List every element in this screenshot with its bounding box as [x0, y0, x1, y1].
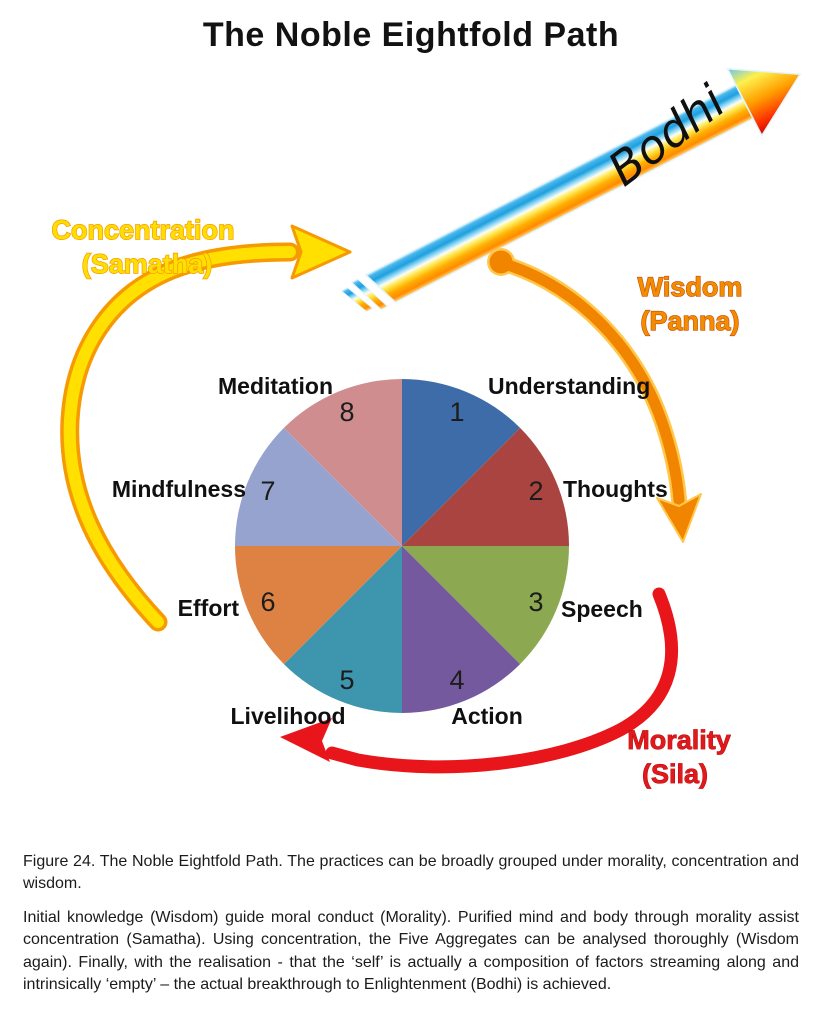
- bodhi-arrow-stripe: [350, 278, 389, 311]
- segment-label-action: Action: [451, 703, 523, 729]
- wheel-segment-4: [402, 546, 521, 713]
- group-label-concentration: Concentration (Samatha): [51, 214, 235, 279]
- segment-label-effort: Effort: [178, 595, 240, 621]
- segment-label-mindfulness: Mindfulness: [112, 476, 246, 502]
- segment-number-1: 1: [449, 397, 464, 427]
- segment-number-2: 2: [528, 476, 543, 506]
- segment-label-thoughts: Thoughts: [563, 476, 668, 502]
- wheel-segment-5: [283, 546, 402, 713]
- segment-number-5: 5: [339, 665, 354, 695]
- eightfold-wheel: 1 2 3 4 5 6 7 8 Understanding Thoughts S…: [112, 373, 668, 729]
- morality-label-line2: (Sila): [642, 759, 708, 789]
- group-label-wisdom: Wisdom (Panna): [637, 271, 743, 336]
- segment-label-speech: Speech: [561, 596, 643, 622]
- segment-label-livelihood: Livelihood: [231, 703, 346, 729]
- wheel-segment-3: [402, 546, 569, 665]
- segment-number-4: 4: [449, 665, 464, 695]
- concentration-label-line1: Concentration: [51, 215, 234, 245]
- wheel-segment-7: [235, 427, 402, 546]
- morality-arrow: [280, 587, 678, 774]
- wisdom-label-line2: (Panna): [640, 306, 739, 336]
- segment-label-understanding: Understanding: [488, 373, 650, 399]
- page-title: The Noble Eightfold Path: [202, 16, 620, 54]
- figure-caption: Figure 24. The Noble Eightfold Path. The…: [23, 853, 799, 893]
- wheel-segment-8: [283, 379, 402, 546]
- wisdom-label-line1: Wisdom: [638, 272, 743, 302]
- segment-label-meditation: Meditation: [218, 373, 333, 399]
- concentration-label-line2: (Samatha): [82, 249, 213, 279]
- wheel-segment-2: [402, 427, 569, 546]
- segment-number-6: 6: [260, 587, 275, 617]
- bodhi-arrow-stripe: [340, 287, 374, 313]
- wheel-segment-6: [235, 546, 402, 665]
- group-label-morality: Morality (Sila): [627, 725, 731, 790]
- body-paragraph: Initial knowledge (Wisdom) guide moral c…: [23, 909, 799, 994]
- segment-number-8: 8: [339, 397, 354, 427]
- wisdom-arrow: [487, 248, 702, 543]
- morality-label-line1: Morality: [627, 725, 731, 755]
- wheel-segment-1: [402, 379, 521, 546]
- segment-number-7: 7: [260, 476, 275, 506]
- segment-number-3: 3: [528, 587, 543, 617]
- bodhi-arrow-head: [726, 67, 802, 137]
- concentration-arrow: [60, 224, 352, 632]
